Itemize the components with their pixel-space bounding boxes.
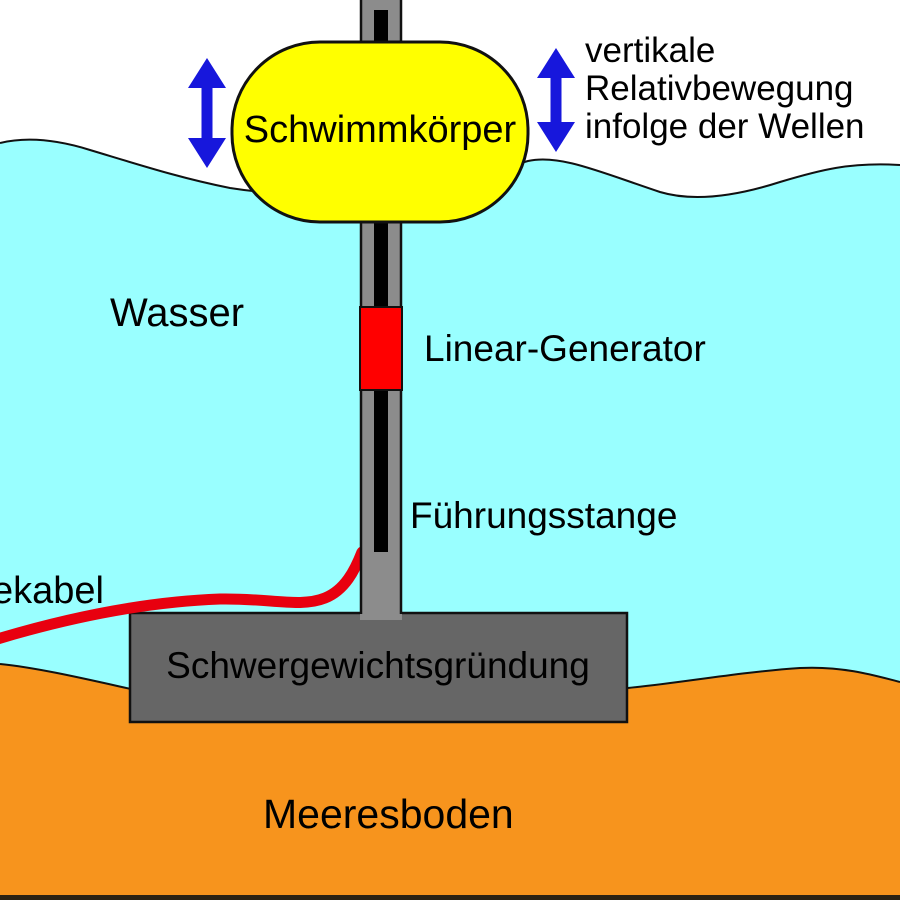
motion-annotation-line3: infolge der Wellen bbox=[585, 107, 865, 146]
bottom-edge-line bbox=[0, 895, 900, 900]
power-cable bbox=[0, 546, 368, 644]
foundation-label: Schwergewichtsgründung bbox=[166, 645, 590, 686]
linear-generator-block bbox=[359, 306, 403, 391]
cable-label: ekabel bbox=[0, 570, 104, 612]
seabed-label: Meeresboden bbox=[263, 791, 514, 837]
motion-annotation-line1: vertikale bbox=[585, 31, 715, 70]
motion-annotation-line2: Relativbewegung bbox=[585, 69, 854, 108]
water-label: Wasser bbox=[110, 291, 244, 335]
float-label: Schwimmkörper bbox=[244, 109, 517, 151]
vertical-motion-arrow-icon-right bbox=[537, 48, 575, 152]
guide-rod-label: Führungsstange bbox=[410, 495, 677, 536]
float-body bbox=[230, 40, 530, 224]
foundation-block bbox=[128, 611, 629, 724]
generator-label: Linear-Generator bbox=[424, 328, 706, 369]
vertical-motion-arrow-icon-left bbox=[188, 58, 226, 168]
